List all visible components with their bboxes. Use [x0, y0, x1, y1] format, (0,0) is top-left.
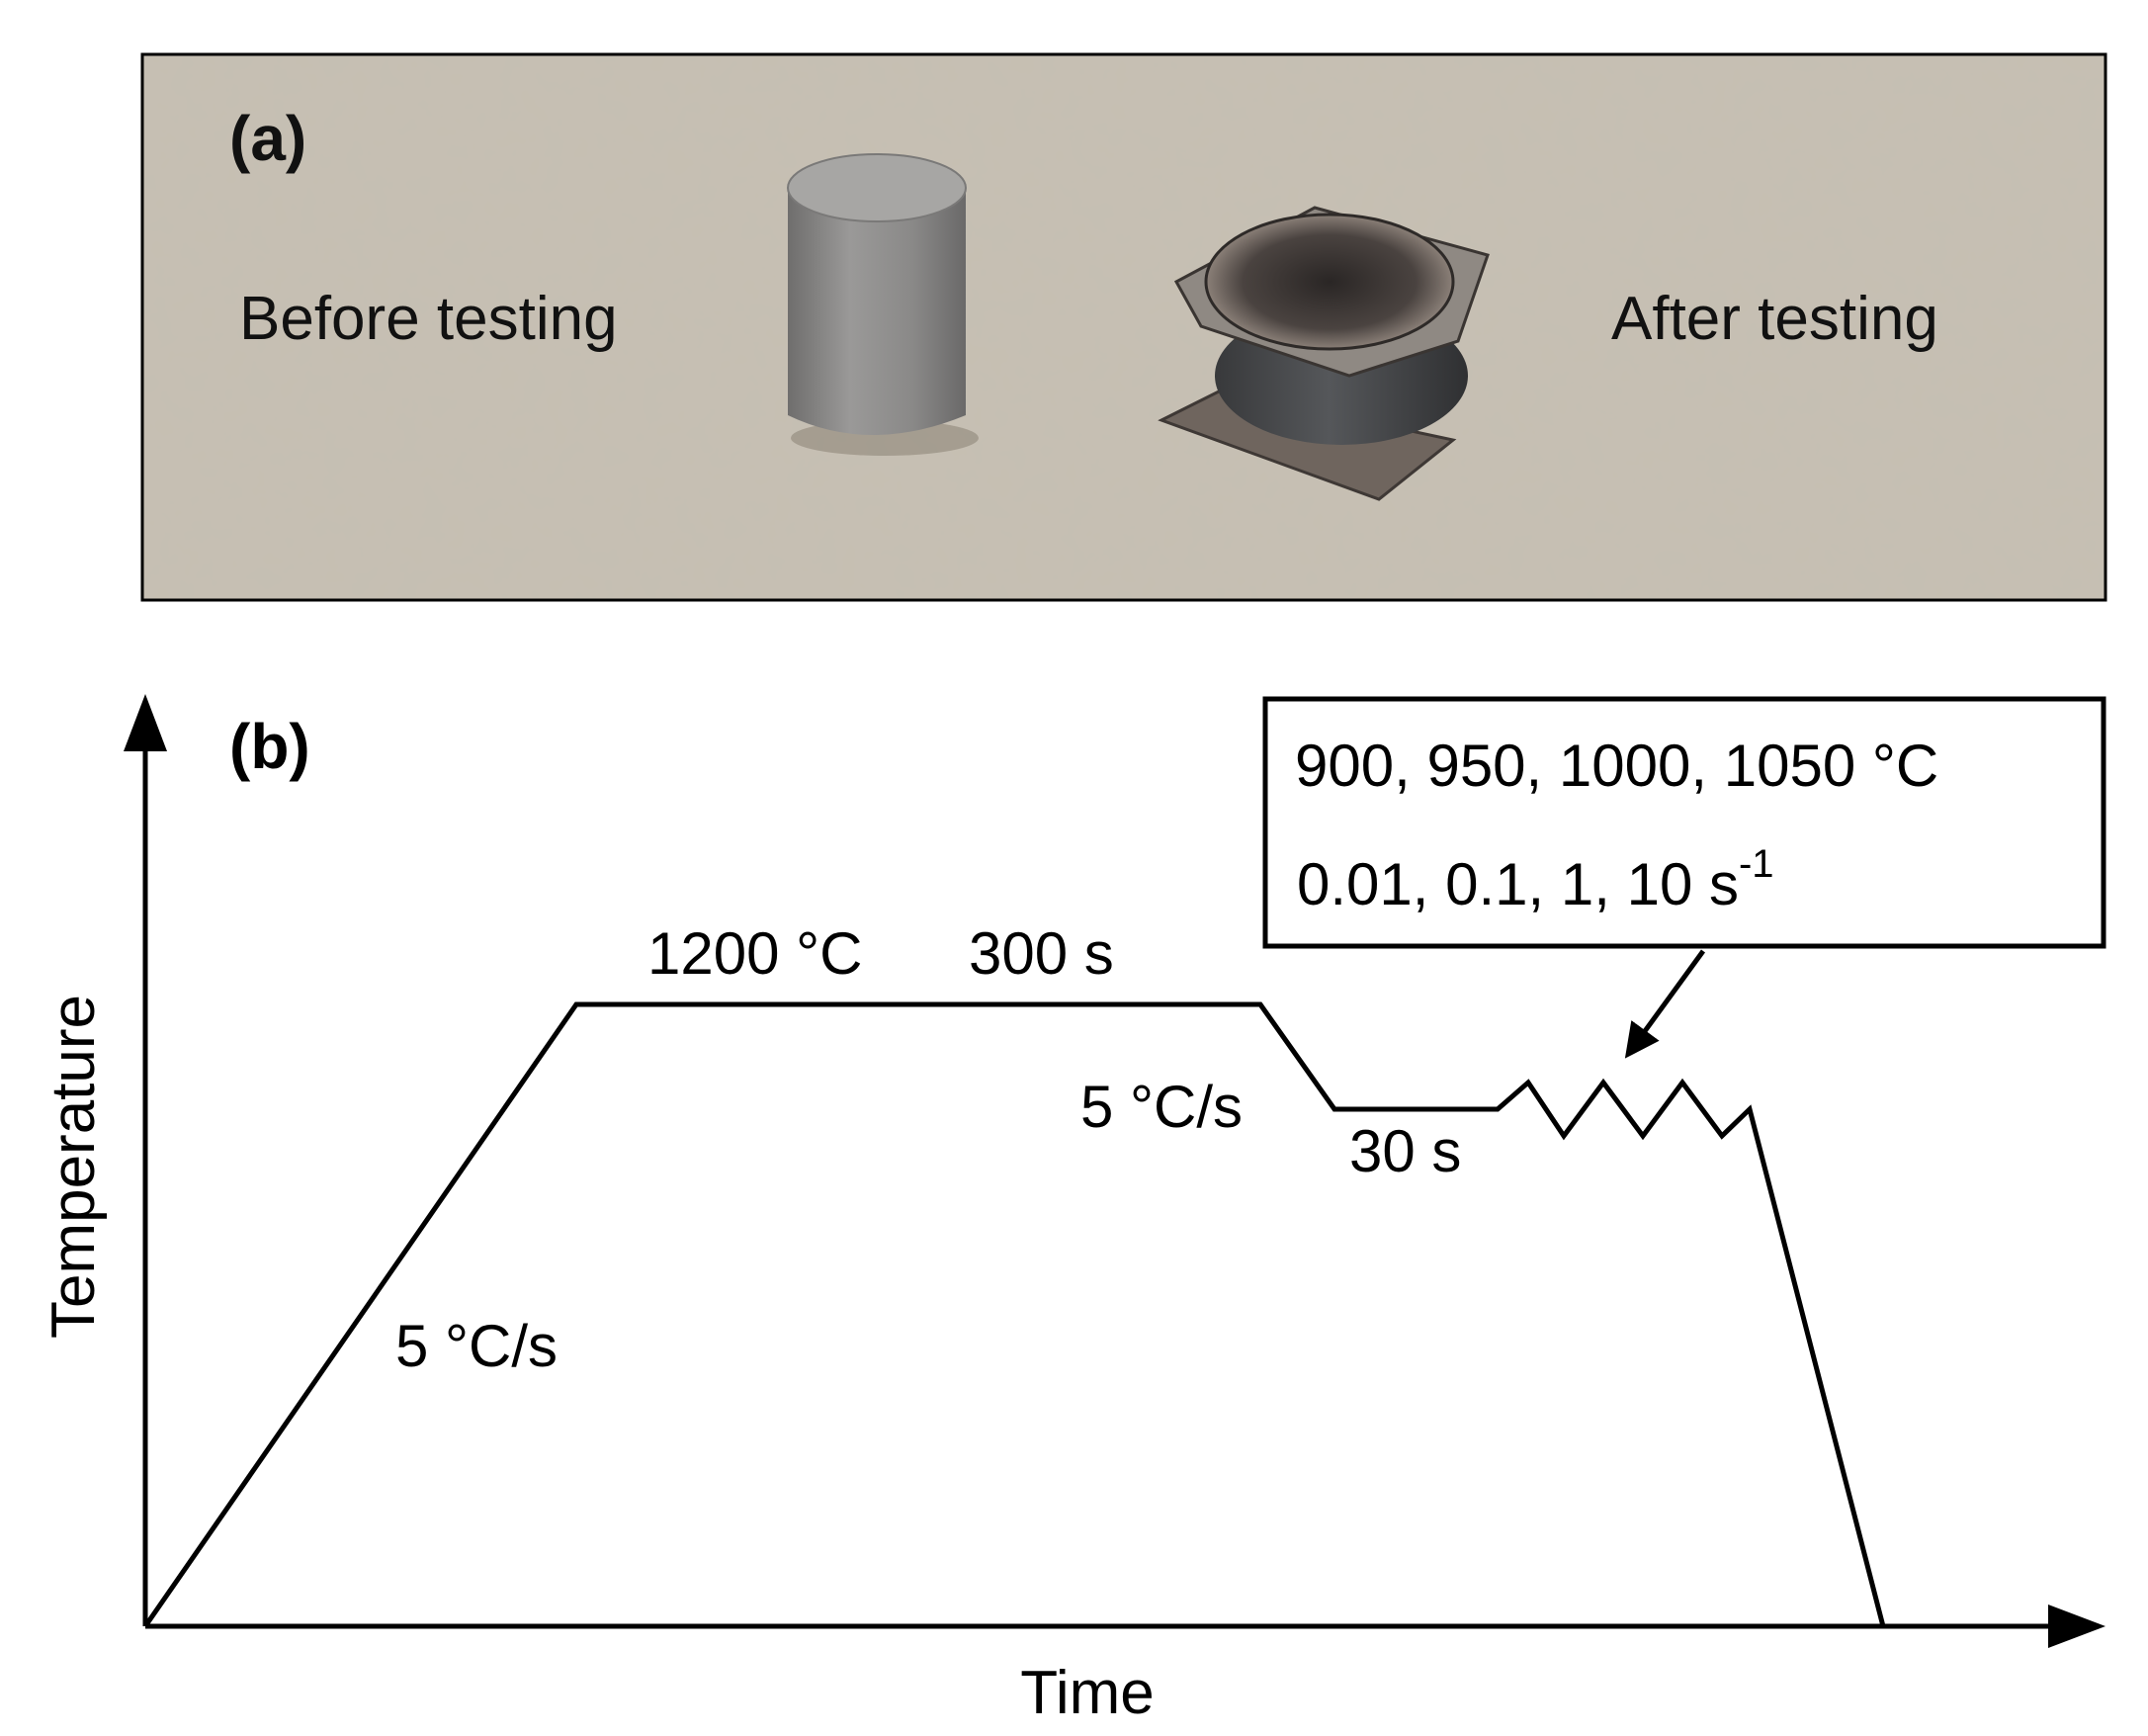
soak-time-label: 300 s: [969, 920, 1114, 987]
photo-texture: [142, 54, 2105, 600]
panel-b-label: (b): [229, 711, 310, 782]
panel-a: (a) Before testing After testing: [140, 52, 2107, 602]
specimen-before-testing: [787, 153, 979, 456]
y-axis-label: Temperature: [40, 995, 108, 1339]
heating-rate-label: 5 °C/s: [395, 1313, 558, 1379]
photo-frame: [140, 52, 2107, 602]
y-axis-arrowhead: [124, 694, 167, 751]
before-testing-caption: Before testing: [239, 285, 618, 353]
deformation-conditions-box: [1262, 696, 2106, 949]
strain-rates: 0.01, 0.1, 1, 10 s-1: [1297, 842, 1774, 917]
panel-b: (b) 5 °C/s 1200 °C 300 s 5 °C/s 30 s 900…: [40, 694, 2106, 1727]
soak-temperature-label: 1200 °C: [647, 920, 862, 987]
strain-rate-exponent: -1: [1739, 842, 1774, 886]
callout-arrow: [1624, 949, 1706, 1059]
cooling-rate-label: 5 °C/s: [1080, 1074, 1243, 1140]
x-axis-arrowhead: [2048, 1605, 2105, 1648]
x-axis-label: Time: [1020, 1659, 1154, 1727]
hold-time-label: 30 s: [1349, 1118, 1461, 1184]
temperature-schedule-line: [142, 1001, 1886, 1628]
panel-a-label: (a): [229, 103, 306, 174]
after-testing-caption: After testing: [1611, 285, 1938, 353]
deformation-temperatures: 900, 950, 1000, 1050 °C: [1295, 733, 1938, 799]
specimen-after-testing: [1158, 206, 1490, 501]
